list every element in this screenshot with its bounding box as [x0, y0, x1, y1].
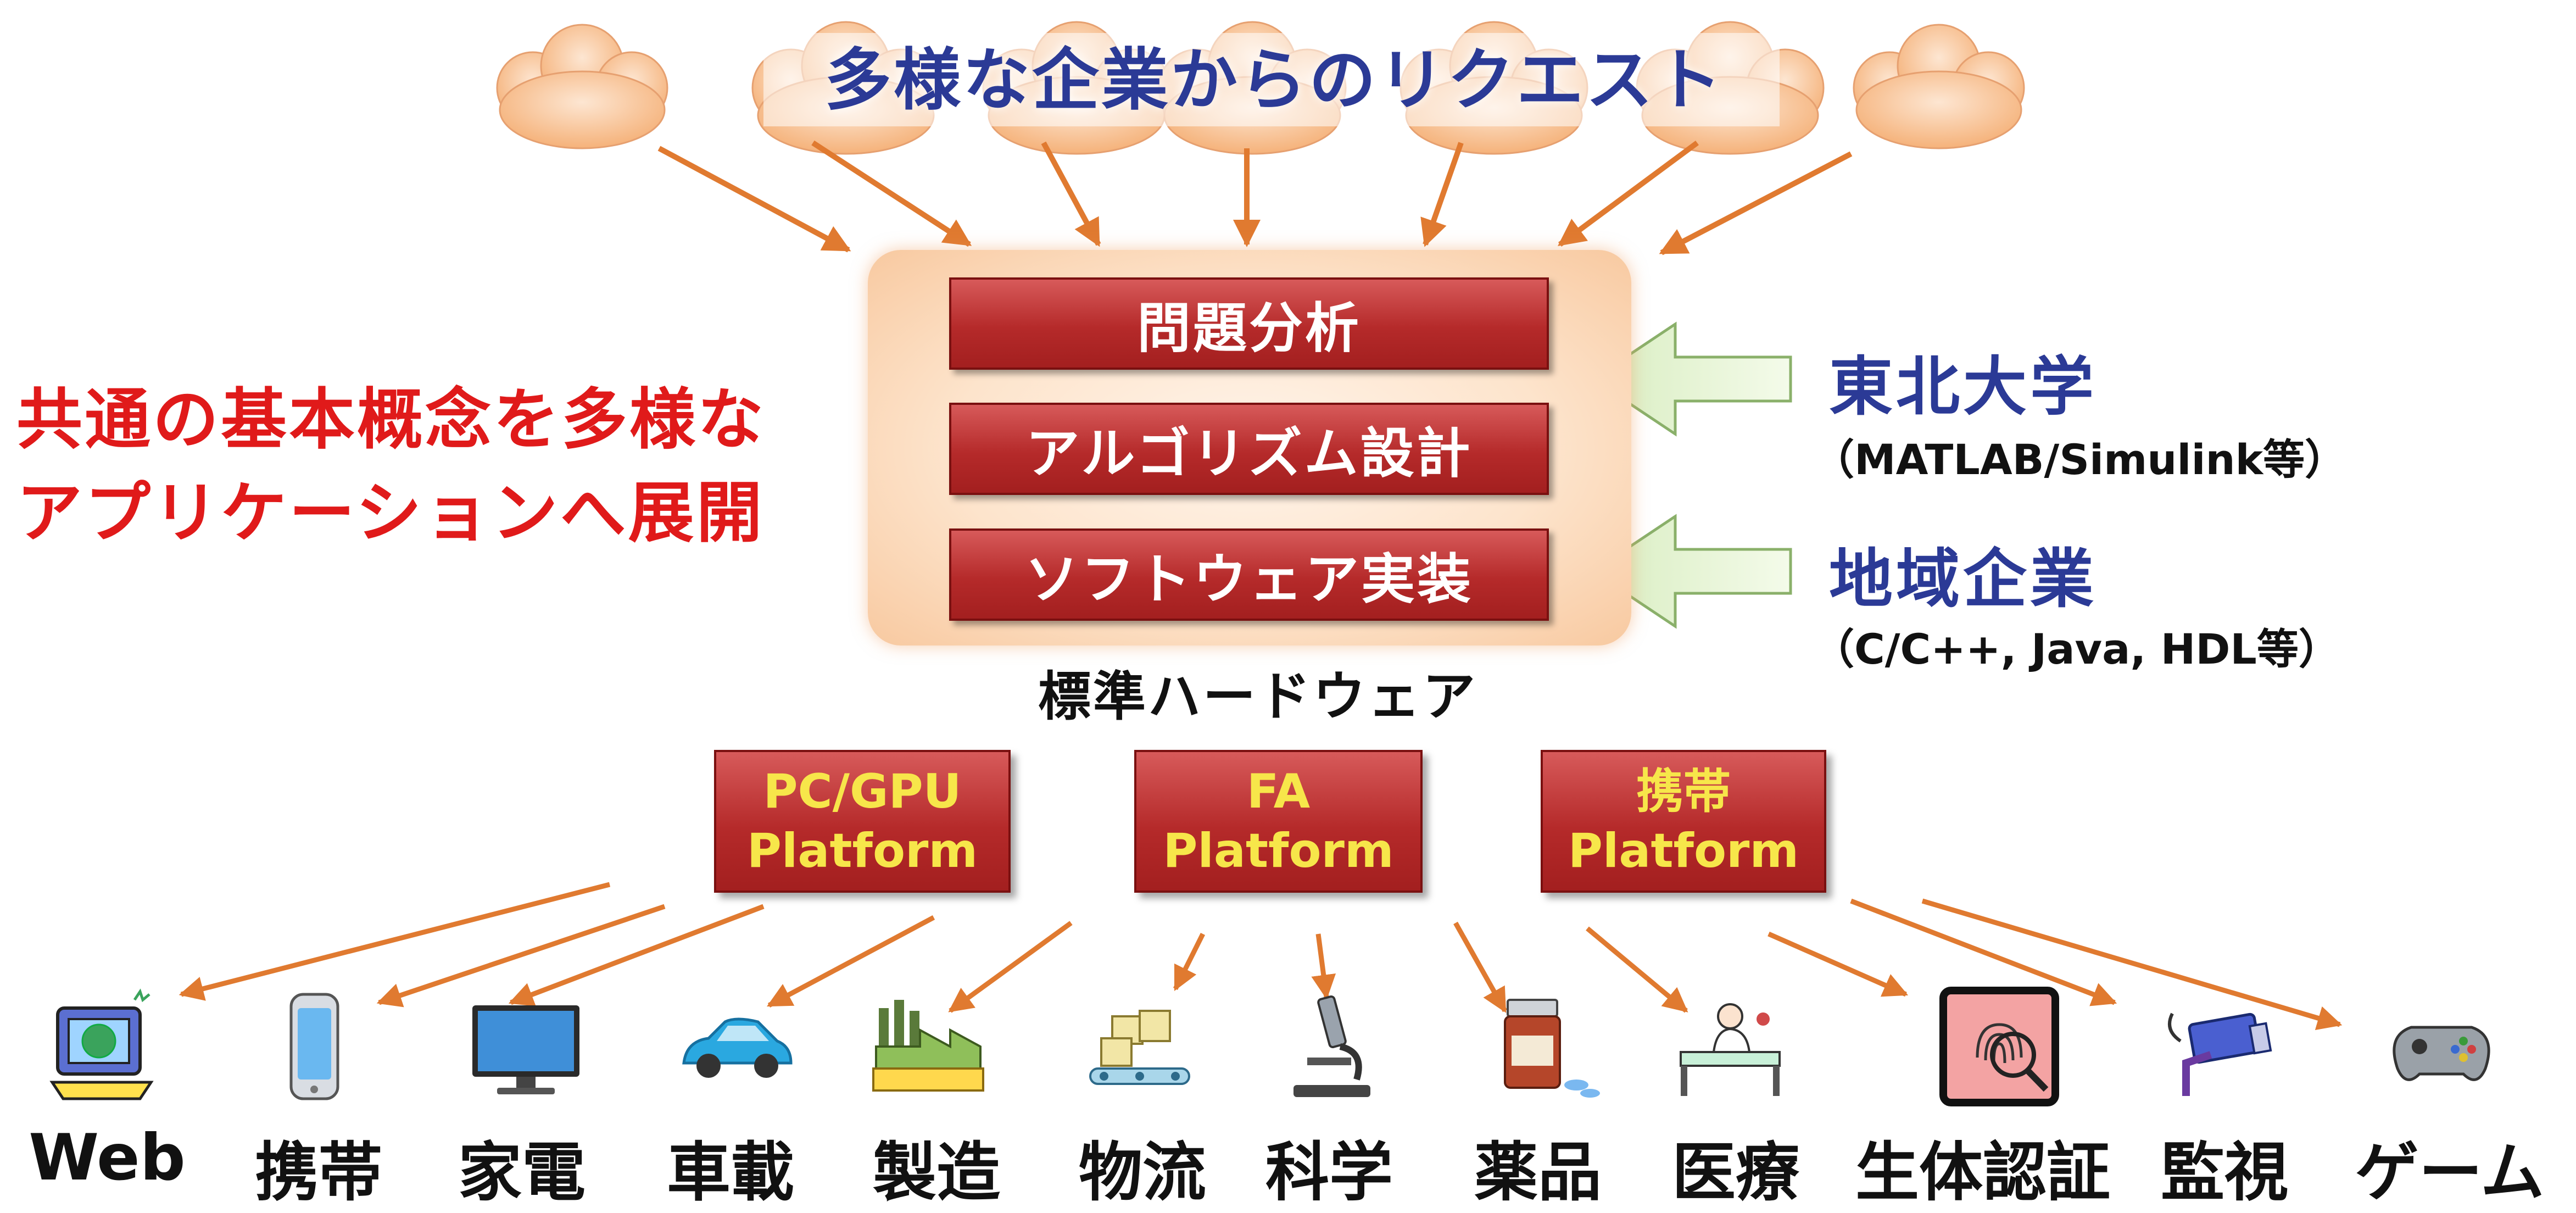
app-label-biometrics: 生体認証: [1855, 1136, 2110, 1210]
car-icon: [682, 1017, 793, 1078]
university-input-arrow: [1590, 321, 1792, 437]
left-note: 共通の基本概念を多様な アプリケーションへ展開: [16, 374, 840, 560]
mobile-phone-icon: [289, 993, 339, 1100]
company-input-arrow: [1590, 514, 1792, 629]
game-controller-icon: [2393, 1026, 2490, 1081]
step-problem-analysis: 問題分析: [949, 277, 1549, 370]
app-label-mobile: 携帯: [255, 1136, 382, 1210]
step-software-implementation: ソフトウェア実装: [949, 528, 1549, 621]
platform-pc-gpu-line1: PC/GPU: [763, 764, 962, 819]
contributor-local-companies-detail: （C/C++, Java, HDL等）: [1813, 625, 2340, 674]
app-label-medical: 医療: [1672, 1136, 1799, 1210]
app-label-game: ゲーム: [2355, 1136, 2545, 1210]
app-label-manufacturing: 製造: [873, 1136, 1000, 1210]
step-algorithm-design: アルゴリズム設計: [949, 403, 1549, 495]
standard-hardware-label: 標準ハードウェア: [1038, 666, 1477, 727]
medicine-bottle-icon: [1504, 999, 1600, 1098]
left-note-line-2: アプリケーションへ展開: [16, 475, 765, 552]
platform-pc-gpu-line2: Platform: [746, 823, 978, 878]
platform-pc-gpu: PC/GPU Platform: [714, 750, 1011, 893]
application-arrows: [179, 882, 2343, 1031]
platform-mobile-line1: 携帯: [1636, 764, 1731, 819]
app-label-surveillance: 監視: [2161, 1136, 2288, 1210]
web-computer-icon: [49, 988, 154, 1100]
contributor-local-companies: 地域企業: [1829, 542, 2097, 616]
platform-fa: FA Platform: [1134, 750, 1423, 893]
app-label-pharma: 薬品: [1474, 1136, 1602, 1210]
request-arrows: [657, 140, 1853, 255]
biometric-fingerprint-icon: [1939, 987, 2059, 1106]
platform-mobile-line2: Platform: [1568, 823, 1799, 878]
request-cloud-7: [1853, 24, 2025, 149]
factory-icon: [872, 1000, 984, 1092]
app-label-science: 科学: [1265, 1136, 1393, 1210]
logistics-conveyor-icon: [1089, 1010, 1190, 1085]
app-label-appliance: 家電: [458, 1136, 586, 1210]
app-label-automotive: 車載: [667, 1136, 794, 1210]
platform-fa-line1: FA: [1246, 764, 1311, 819]
medical-care-icon: [1680, 1003, 1781, 1096]
request-cloud-1: [496, 24, 668, 149]
contributor-university-detail: （MATLAB/Simulink等）: [1813, 435, 2347, 484]
tv-appliance-icon: [472, 1005, 579, 1094]
contributor-university: 東北大学: [1829, 350, 2097, 424]
header-highlight: [763, 33, 1780, 126]
microscope-icon: [1293, 995, 1370, 1097]
platform-mobile: 携帯 Platform: [1541, 750, 1826, 893]
left-note-line-1: 共通の基本概念を多様な: [16, 382, 766, 458]
header-title: 多様な企業からのリクエスト: [824, 41, 1724, 119]
platform-fa-line2: Platform: [1163, 823, 1394, 878]
surveillance-camera-icon: [2168, 1012, 2272, 1096]
app-label-web: Web: [29, 1121, 186, 1195]
app-label-logistics: 物流: [1079, 1136, 1206, 1210]
